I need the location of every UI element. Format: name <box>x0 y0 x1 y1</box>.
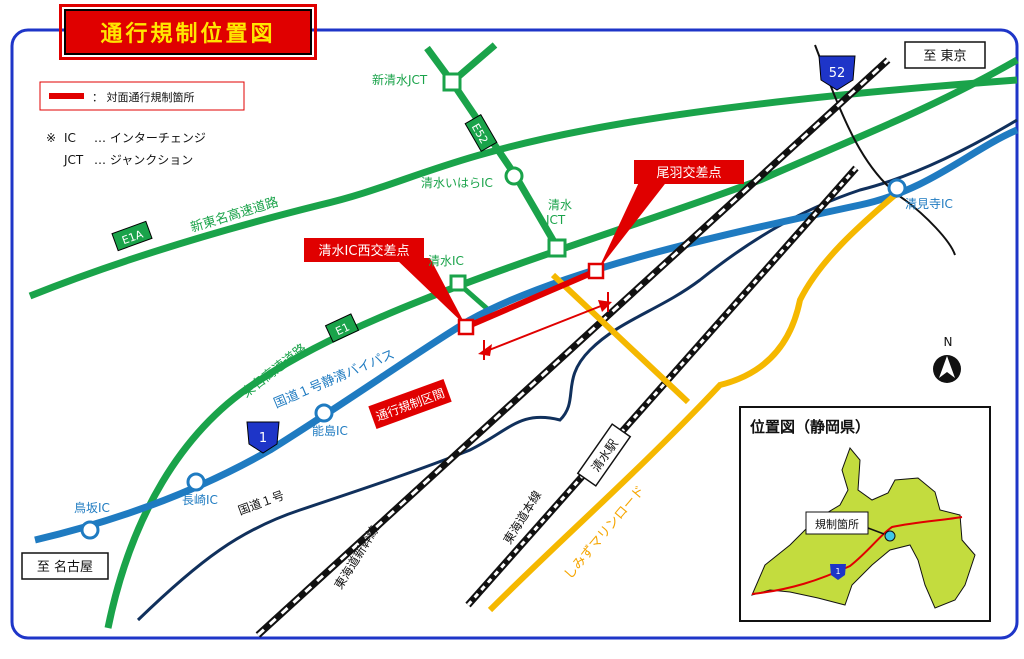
inset-site-pointer <box>867 527 885 535</box>
e1-shield: E1 <box>324 313 360 343</box>
shin-shimizu-jct-label: 新清水JCT <box>372 72 428 87</box>
obane-marker <box>587 262 605 280</box>
e52-shield: E52 <box>464 113 498 153</box>
note-jct-text: … ジャンクション <box>94 153 193 167</box>
obane-callout-label: 尾羽交差点 <box>656 165 721 181</box>
nagoya-direction-box <box>21 552 109 580</box>
inset-route1-line <box>751 516 963 595</box>
e1a-shield: E1A <box>111 220 153 252</box>
note-ic-text: … インターチェンジ <box>94 131 206 145</box>
shimizu-jct-label-1: 清水 <box>548 198 572 212</box>
torisaka-ic-label: 鳥坂IC <box>74 500 110 515</box>
section-arrow <box>483 303 607 353</box>
tokyo-direction-box <box>904 41 986 69</box>
shimizu-ic-west-marker <box>457 318 475 336</box>
tokyo-direction-label: 至 東京 <box>923 48 966 64</box>
obane-pointer <box>598 180 668 270</box>
shimizu-ic-west-callout <box>304 238 424 262</box>
torisaka-ic-marker <box>80 520 100 540</box>
shimizu-jct-marker <box>547 238 567 258</box>
shimizu-ihara-ic-marker <box>504 166 524 186</box>
legend-box <box>39 81 245 111</box>
nojima-ic-label: 能島IC <box>312 423 348 438</box>
nagoya-direction-label: 至 名古屋 <box>37 559 93 575</box>
inset-route1-shield: 1 <box>830 564 846 580</box>
shimizu-ic-label: 清水IC <box>428 254 464 268</box>
inset-site-label: 規制箇所 <box>815 517 859 531</box>
note-jct-abbr: JCT <box>63 153 84 167</box>
shin-tomei-line <box>28 76 1018 300</box>
note-mark: ※ <box>46 131 56 145</box>
compass-n-label: N <box>944 335 953 349</box>
route1-line <box>136 118 1018 622</box>
legend-label: ： 対面通行規制箇所 <box>92 90 195 104</box>
restriction-line <box>464 268 598 330</box>
route52-shield-text: 52 <box>829 66 846 81</box>
shin-shimizu-jct-marker <box>442 72 462 92</box>
shimizu-ihara-ic-label: 清水いはらIC <box>421 176 493 190</box>
shimizu-ic-west-callout-label: 清水IC西交差点 <box>319 243 410 259</box>
inset-site-label-box <box>805 511 869 535</box>
shimizu-ic-marker <box>449 274 467 292</box>
shimizu-ic-west-pointer <box>395 258 466 326</box>
route1-shield-text: 1 <box>259 431 267 446</box>
tomei-line <box>104 56 1019 629</box>
kiyomi-ic-marker <box>887 178 907 198</box>
map-title: 通行規制位置図 <box>100 22 276 47</box>
inset-shield-text: 1 <box>835 567 840 576</box>
marine-road-line <box>487 192 897 613</box>
route1-shield: 1 <box>246 421 280 454</box>
north-arrow-icon <box>933 355 961 383</box>
kiyomi-ic-label: 清見寺IC <box>905 197 953 211</box>
nagasaki-ic-marker <box>186 472 206 492</box>
inset-title: 位置図（静岡県） <box>750 418 870 436</box>
nagasaki-ic-label: 長崎IC <box>182 493 218 507</box>
cross-road-yellow <box>550 272 691 405</box>
obane-callout <box>634 160 744 184</box>
inset-site-marker <box>884 530 896 542</box>
route52-shield: 52 <box>818 55 856 91</box>
map-title-banner: 通行規制位置図 <box>59 4 317 60</box>
nojima-ic-marker <box>314 403 334 423</box>
shimizu-jct-label-2: JCT <box>545 213 566 227</box>
note-ic-abbr: IC <box>64 131 76 145</box>
e1-shield-text: E1 <box>334 321 352 339</box>
